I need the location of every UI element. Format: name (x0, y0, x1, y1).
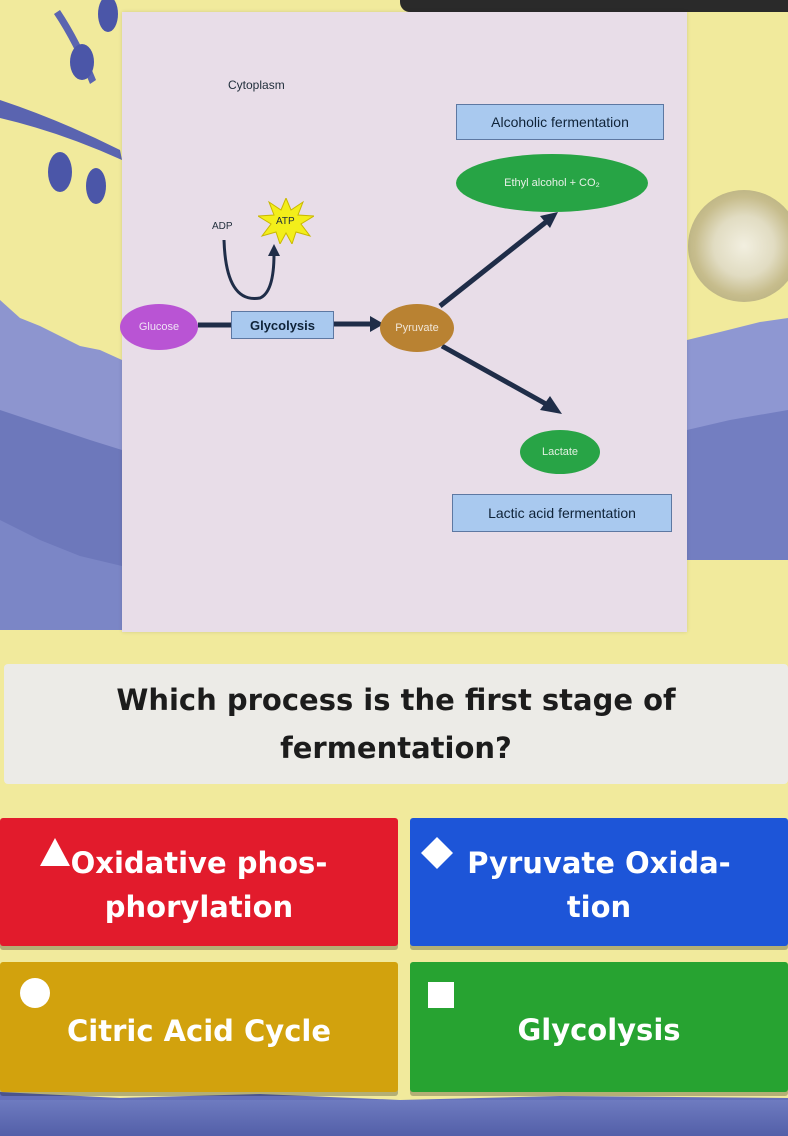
atp-label: ATP (276, 216, 295, 227)
square-icon (428, 982, 454, 1008)
answer-label: Citric Acid Cycle (66, 1014, 332, 1048)
lactic-acid-fermentation-box: Lactic acid fermentation (452, 494, 672, 532)
answer-label: Pyruvate Oxida- tion (467, 846, 731, 924)
adp-label: ADP (212, 221, 233, 232)
question-text: Which process is the first stage of ferm… (116, 683, 676, 765)
answer-citric-acid-cycle[interactable]: Citric Acid Cycle (0, 962, 398, 1092)
alcoholic-fermentation-box: Alcoholic fermentation (456, 104, 664, 140)
ethyl-alcohol-label: Ethyl alcohol + CO₂ (504, 177, 600, 189)
glucose-oval: Glucose (120, 304, 198, 350)
pyruvate-label: Pyruvate (395, 322, 439, 334)
answer-pyruvate-oxidation[interactable]: Pyruvate Oxida- tion (410, 818, 788, 946)
answer-oxidative-phosphorylation[interactable]: Oxidative phos- phorylation (0, 818, 398, 946)
diagram-arrows (198, 212, 562, 414)
alcoholic-fermentation-label: Alcoholic fermentation (491, 114, 629, 130)
triangle-icon (40, 838, 70, 866)
answer-label: Glycolysis (517, 1013, 681, 1047)
glycolysis-label: Glycolysis (249, 317, 316, 333)
atp-burst-icon (258, 198, 314, 244)
question-panel: Which process is the first stage of ferm… (4, 664, 788, 784)
lactate-label: Lactate (541, 446, 579, 458)
circle-icon (20, 978, 50, 1008)
cytoplasm-label: Cytoplasm (228, 78, 285, 92)
glycolysis-box: Glycolysis (231, 311, 334, 339)
fermentation-diagram: Cytoplasm Alcoholic fermentation Ethyl a… (120, 12, 687, 632)
sun-decoration (688, 190, 788, 302)
answer-glycolysis[interactable]: Glycolysis (410, 962, 788, 1092)
status-bar (400, 0, 788, 12)
bottom-strip (0, 1100, 788, 1136)
ethyl-alcohol-oval: Ethyl alcohol + CO₂ (456, 154, 648, 212)
lactate-oval: Lactate (520, 430, 600, 474)
pyruvate-oval: Pyruvate (380, 304, 454, 352)
diamond-icon (421, 837, 453, 869)
glucose-label: Glucose (138, 321, 180, 333)
lactic-acid-fermentation-label: Lactic acid fermentation (488, 505, 636, 521)
answer-label: Oxidative phos- phorylation (70, 846, 328, 924)
